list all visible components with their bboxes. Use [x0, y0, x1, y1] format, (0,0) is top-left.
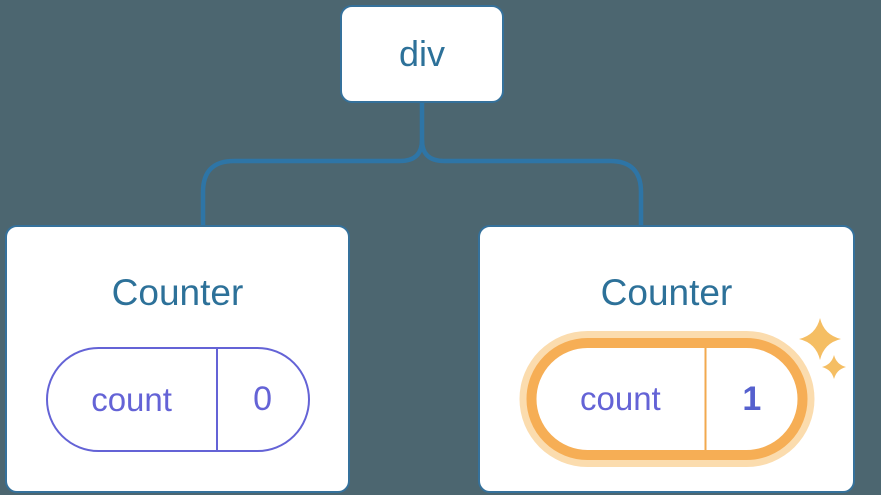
state-value: 1: [742, 379, 762, 418]
counter-card-left-title: Counter: [111, 272, 244, 313]
connector-left-branch: [200, 103, 425, 226]
state-name-label: count: [536, 348, 707, 450]
counter-card-right-title: Counter: [600, 272, 733, 313]
state-value: 0: [253, 380, 273, 418]
connector-right-branch: [419, 139, 644, 226]
counter-card-left: Counter count 0: [5, 225, 350, 493]
state-pill-highlighted: count 1: [526, 338, 807, 460]
root-node-div: div: [340, 5, 504, 103]
state-name-label: count: [48, 349, 218, 450]
sparkles-icon: [799, 318, 846, 379]
root-node-label: div: [398, 33, 446, 74]
counter-card-right: Counter count 1: [478, 225, 855, 493]
state-pill-left: count 0: [45, 347, 310, 452]
